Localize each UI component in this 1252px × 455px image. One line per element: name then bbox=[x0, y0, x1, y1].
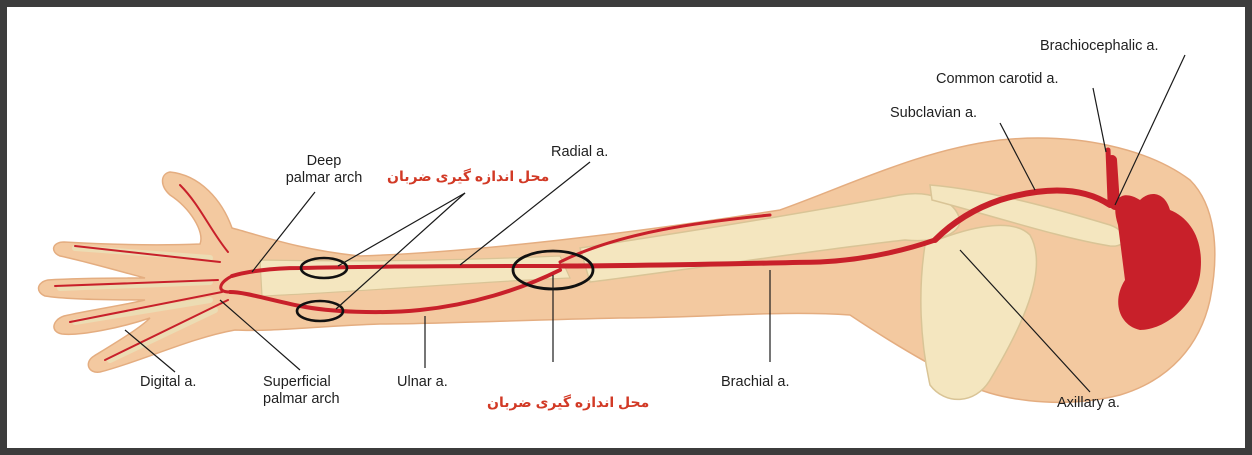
deep-palmar-arch-label: Deep palmar arch bbox=[269, 153, 379, 187]
ulnar-label: Ulnar a. bbox=[397, 374, 448, 391]
superficial-palmar-arch-label-line2: palmar arch bbox=[263, 391, 340, 408]
superficial-palmar-arch-label-line1: Superficial bbox=[263, 374, 340, 391]
radial-label: Radial a. bbox=[551, 144, 608, 161]
digital-label: Digital a. bbox=[140, 374, 196, 391]
deep-palmar-arch-label-line2: palmar arch bbox=[269, 170, 379, 187]
superficial-palmar-arch-label: Superficial palmar arch bbox=[263, 374, 340, 408]
brachial-label: Brachial a. bbox=[721, 374, 790, 391]
subclavian-label: Subclavian a. bbox=[890, 105, 977, 122]
pulse-site-label-top: محل اندازه گیری ضربان bbox=[387, 168, 549, 185]
deep-palmar-arch-label-line1: Deep bbox=[269, 153, 379, 170]
brachiocephalic-label: Brachiocephalic a. bbox=[1040, 38, 1159, 55]
common-carotid-label: Common carotid a. bbox=[936, 71, 1059, 88]
axillary-label: Axillary a. bbox=[1057, 395, 1120, 412]
brachiocephalic-trunk bbox=[1112, 160, 1115, 205]
common-carotid-artery bbox=[1108, 150, 1110, 200]
pulse-site-label-bottom: محل اندازه گیری ضربان bbox=[487, 394, 649, 411]
